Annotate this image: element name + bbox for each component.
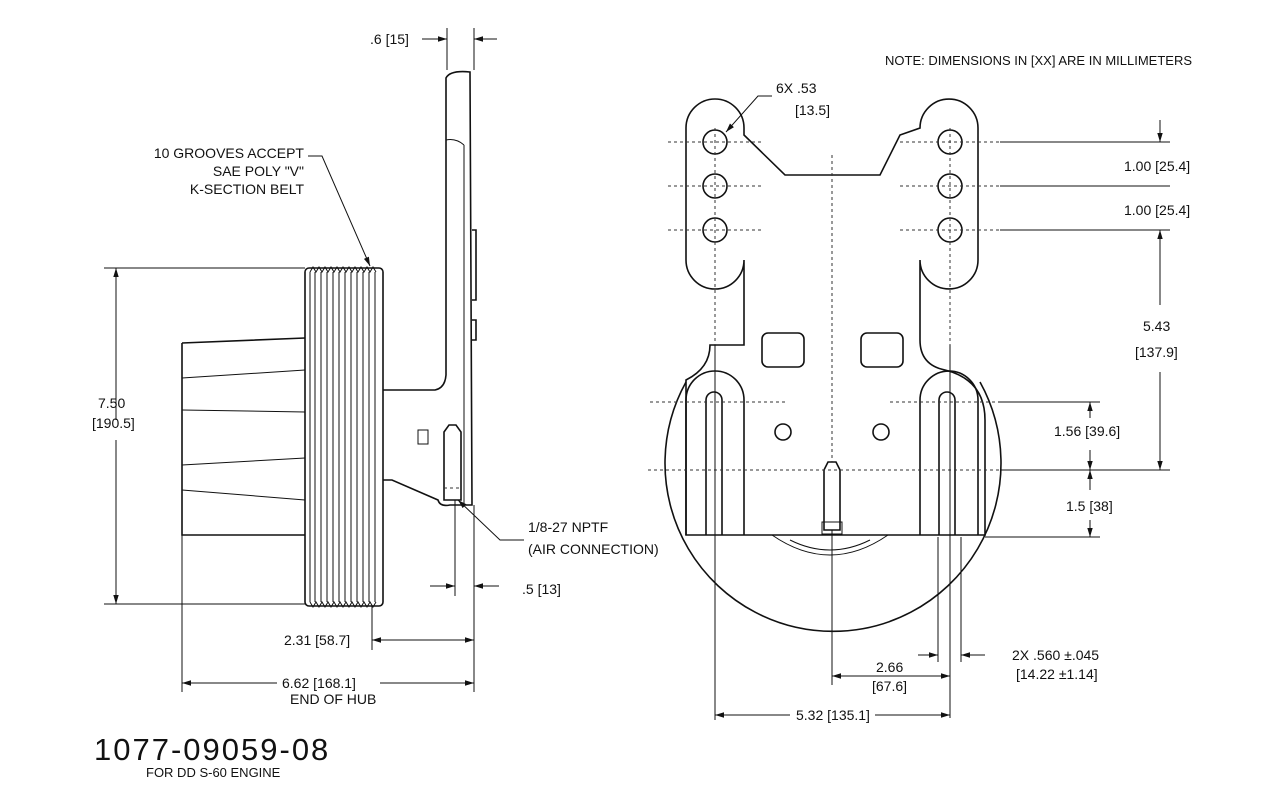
holes-label: 6X .53	[776, 80, 817, 96]
air-port-label-line1: 1/8-27 NPTF	[528, 519, 608, 535]
hub-body	[181, 337, 306, 536]
side-view: .6 [15] 10 GROOVES ACCEPT SAE POLY "V" K…	[92, 28, 659, 707]
dimension-end-of-hub: 6.62 [168.1] END OF HUB	[181, 535, 474, 707]
hole-spacing-1-label: 1.00 [25.4]	[1124, 158, 1190, 174]
mm-note: NOTE: DIMENSIONS IN [XX] ARE IN MILLIMET…	[885, 53, 1192, 68]
air-connection-callout: 1/8-27 NPTF (AIR CONNECTION)	[457, 499, 659, 557]
dimension-pulley-offset: 2.31 [58.7]	[284, 596, 475, 692]
dimension-diameter: 7.50 [190.5]	[92, 267, 305, 605]
grooves-callout: 10 GROOVES ACCEPT SAE POLY "V" K-SECTION…	[154, 145, 371, 267]
dimension-port-offset: .5 [13]	[430, 500, 561, 597]
half-width-inch-label: 2.66	[876, 659, 903, 675]
dimension-hub-thickness: .6 [15]	[370, 28, 497, 70]
fan-disc-outline	[664, 381, 1002, 633]
port-offset-label: .5 [13]	[522, 581, 561, 597]
front-view: NOTE: DIMENSIONS IN [XX] ARE IN MILLIMET…	[648, 53, 1192, 723]
end-of-hub-label: END OF HUB	[290, 691, 376, 707]
dimension-right-stack: 1.00 [25.4] 1.00 [25.4] 5.43 [137.9] 1.5…	[985, 120, 1190, 538]
dimension-bottom: 2X .560 ±.045 [14.22 ±1.14] 2.66 [67.6] …	[714, 345, 1099, 723]
vertical-dim-inch-label: 5.43	[1143, 318, 1170, 334]
grooves-note-line3: K-SECTION BELT	[190, 181, 305, 197]
vertical-dim-mm-label: [137.9]	[1135, 344, 1178, 360]
grooves-note-line2: SAE POLY "V"	[213, 163, 304, 179]
hole-spacing-2-label: 1.00 [25.4]	[1124, 202, 1190, 218]
mounting-bracket-front	[685, 98, 986, 536]
diameter-inch-label: 7.50	[98, 395, 125, 411]
mounting-bracket-side	[383, 70, 477, 507]
pulley-offset-label: 2.31 [58.7]	[284, 632, 350, 648]
slot-width-label-1: 2X .560 ±.045	[1012, 647, 1099, 663]
hub-thickness-label: .6 [15]	[370, 31, 409, 47]
air-port-label-line2: (AIR CONNECTION)	[528, 541, 659, 557]
part-description: FOR DD S-60 ENGINE	[146, 765, 281, 780]
half-width-mm-label: [67.6]	[872, 678, 907, 694]
slot-offset-label: 1.56 [39.6]	[1054, 423, 1120, 439]
part-number: 1077-09059-08	[94, 732, 330, 767]
end-of-hub-dim-label: 6.62 [168.1]	[282, 675, 356, 691]
holes-callout: 6X .53 [13.5]	[725, 80, 830, 133]
hub-arc	[771, 534, 889, 556]
slot-width-label-2: [14.22 ±1.14]	[1016, 666, 1098, 682]
center-offset-label: 1.5 [38]	[1066, 498, 1113, 514]
grooves-note-line1: 10 GROOVES ACCEPT	[154, 145, 305, 161]
centerlines	[648, 128, 1000, 471]
total-width-label: 5.32 [135.1]	[796, 707, 870, 723]
diameter-mm-label: [190.5]	[92, 415, 135, 431]
pulley-grooves	[304, 266, 384, 608]
title-block: 1077-09059-08 FOR DD S-60 ENGINE	[94, 732, 330, 780]
holes-mm-label: [13.5]	[795, 102, 830, 118]
